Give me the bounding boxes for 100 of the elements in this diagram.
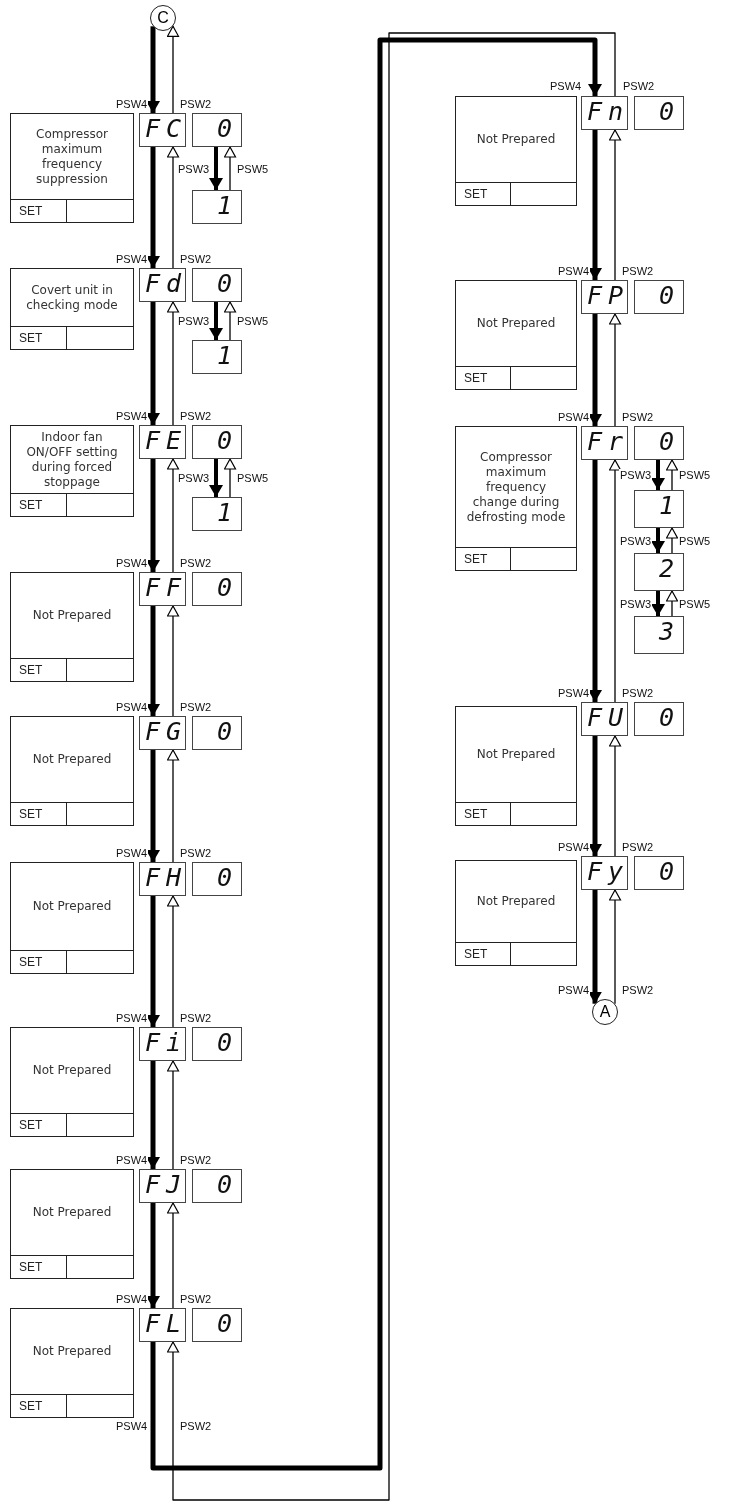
edge-label: PSW5 — [236, 472, 270, 484]
segment-display: Fn — [581, 96, 628, 130]
segment-display: FH — [139, 862, 186, 896]
setting-description: Not Prepared — [476, 747, 556, 762]
arrow — [665, 590, 679, 617]
segment-display: 0 — [634, 702, 684, 736]
edge-label: PSW2 — [179, 1293, 213, 1305]
setting-description: Not Prepared — [32, 752, 112, 767]
segment-display: FG — [139, 716, 186, 750]
set-label: SET — [456, 803, 512, 825]
segment-display: FE — [139, 425, 186, 459]
setting-description: Not Prepared — [32, 899, 112, 914]
arrow — [146, 896, 160, 1027]
setting-panel — [455, 860, 577, 966]
segment-display: FL — [139, 1308, 186, 1342]
arrow — [166, 749, 180, 863]
arrow — [651, 460, 665, 490]
segment-display: 0 — [192, 716, 242, 750]
arrow — [608, 313, 622, 427]
edge-label: PSW4 — [115, 1012, 149, 1024]
edge-label: PSW3 — [177, 315, 211, 327]
edge-label: PSW4 — [557, 984, 591, 996]
edge-label: PSW2 — [179, 557, 213, 569]
segment-display: 0 — [634, 426, 684, 460]
segment-display: FJ — [139, 1169, 186, 1203]
setting-description: Not Prepared — [32, 1205, 112, 1220]
edge-label: PSW4 — [115, 1154, 149, 1166]
segment-display: 0 — [192, 1027, 242, 1061]
setting-panel — [10, 113, 134, 223]
set-label: SET — [11, 951, 68, 973]
setting-description: Not Prepared — [476, 316, 556, 331]
arrow — [223, 458, 237, 498]
setting-panel — [10, 1169, 134, 1279]
edge-label: PSW2 — [621, 841, 655, 853]
setting-panel — [10, 1027, 134, 1137]
arrow — [209, 302, 223, 340]
edge-label: PSW2 — [621, 984, 655, 996]
edge-label: PSW4 — [115, 701, 149, 713]
setting-panel — [10, 572, 134, 682]
set-label: SET — [11, 659, 68, 681]
setting-description: Compressor maximum frequency change during defrosting mode — [465, 449, 567, 525]
edge-label: PSW4 — [115, 557, 149, 569]
arrow — [588, 736, 602, 856]
edge-label: PSW4 — [115, 1420, 149, 1432]
segment-display: FP — [581, 280, 628, 314]
set-label: SET — [11, 1256, 68, 1278]
segment-display: FF — [139, 572, 186, 606]
segment-display: 2 — [634, 553, 684, 591]
arrow — [651, 528, 665, 553]
arrow — [608, 459, 622, 703]
arrow — [209, 459, 223, 497]
set-label: SET — [11, 494, 68, 516]
setting-description: Not Prepared — [32, 1063, 112, 1078]
edge-label: PSW2 — [179, 1012, 213, 1024]
segment-display: Fd — [139, 268, 186, 302]
segment-display: 0 — [634, 856, 684, 890]
edge-label: PSW2 — [179, 1420, 213, 1432]
setting-description: Covert unit in checking mode — [25, 282, 119, 313]
setting-panel — [455, 706, 577, 826]
edge-label: PSW4 — [557, 411, 591, 423]
segment-display: 0 — [192, 572, 242, 606]
set-label: SET — [11, 1114, 68, 1136]
segment-display: 0 — [192, 425, 242, 459]
arrow — [146, 606, 160, 716]
segment-display: 0 — [192, 268, 242, 302]
arrow — [146, 1061, 160, 1169]
segment-display: 1 — [634, 490, 684, 528]
arrow — [166, 458, 180, 573]
switch-label: PSW4 — [549, 80, 583, 92]
circled-letter: A — [592, 999, 618, 1025]
arrow — [146, 302, 160, 425]
edge-label: PSW4 — [115, 847, 149, 859]
edge-label: PSW5 — [678, 534, 712, 547]
setting-description: Compressor maximum frequency suppression — [35, 126, 109, 187]
arrow — [651, 591, 665, 616]
arrow — [166, 301, 180, 426]
segment-display: 1 — [192, 497, 242, 531]
arrow — [166, 1202, 180, 1309]
segment-display: Fi — [139, 1027, 186, 1061]
set-label: SET — [456, 367, 512, 389]
edge-label: PSW2 — [179, 847, 213, 859]
edge-label: PSW3 — [619, 534, 653, 547]
setting-description: Not Prepared — [476, 132, 556, 147]
setting-panel — [455, 426, 577, 571]
segment-display: 3 — [634, 616, 684, 654]
arrow — [146, 459, 160, 572]
arrow — [608, 735, 622, 857]
set-label: SET — [11, 327, 68, 349]
segment-display: 0 — [192, 862, 242, 896]
arrow — [166, 146, 180, 269]
segment-display: Fr — [581, 426, 628, 460]
segment-display: 0 — [192, 1169, 242, 1203]
arrow — [608, 889, 622, 1005]
set-label: SET — [456, 548, 512, 570]
arrow — [223, 301, 237, 341]
arrow — [223, 146, 237, 191]
edge-label: PSW2 — [179, 1154, 213, 1166]
switch-label: PSW2 — [622, 80, 656, 92]
segment-display: 0 — [192, 1308, 242, 1342]
arrow — [146, 750, 160, 862]
